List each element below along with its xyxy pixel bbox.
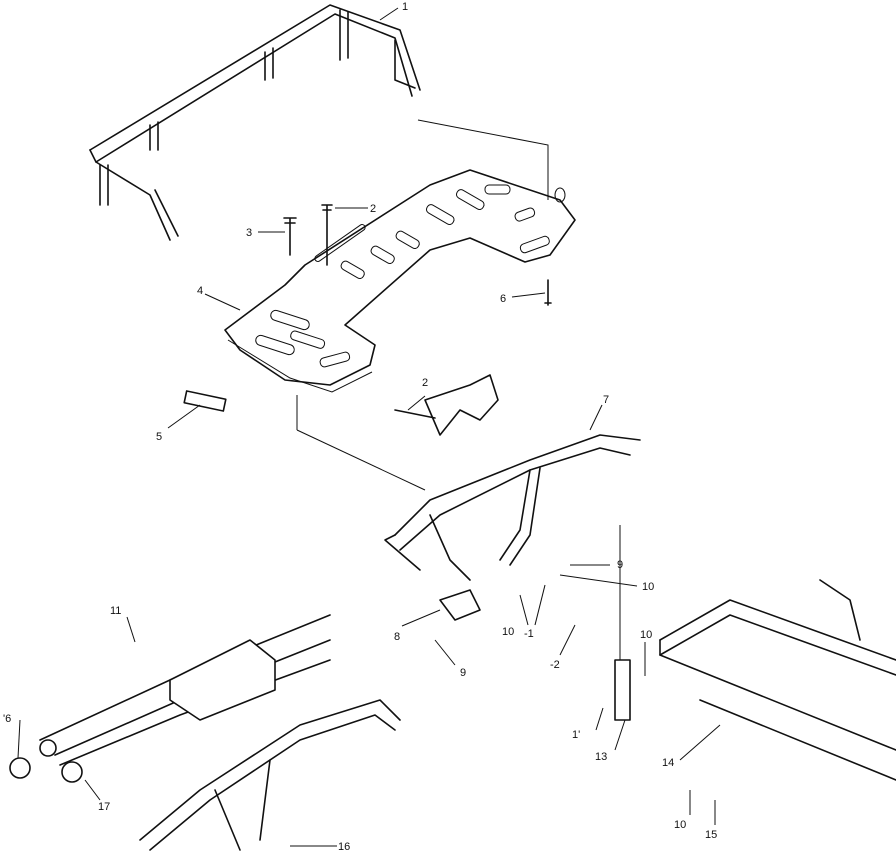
- callout-9: 9: [460, 667, 466, 679]
- bracket-13: [614, 659, 631, 721]
- callout-8: 8: [394, 631, 400, 643]
- callout-10: 10: [502, 626, 514, 638]
- bracket-8: [439, 589, 481, 621]
- rear-rack-tube: [89, 4, 421, 241]
- front-bumper-tubes: [39, 614, 331, 783]
- callout-10: 10: [642, 581, 654, 593]
- callout-labels: 1 2 3 4 6 5 2 7 9 10 8 10 -1 -2 9 11 10 …: [3, 1, 717, 853]
- callout-5: 5: [156, 431, 162, 443]
- callout-6: 6: [500, 293, 506, 305]
- rear-rack-plate: [224, 169, 576, 393]
- leader-lines: [17, 7, 721, 847]
- bolt-6: [544, 279, 552, 306]
- mount-bracket: [394, 374, 499, 436]
- callout-11: -1: [524, 628, 534, 640]
- front-bumper: [139, 699, 401, 851]
- callout-16: '6: [3, 713, 11, 725]
- callout-1: 1: [402, 1, 408, 13]
- callout-13: 13: [595, 751, 607, 763]
- rear-bumper: [384, 434, 641, 581]
- callout-9: 9: [617, 559, 623, 571]
- callout-16: 16: [338, 841, 350, 853]
- callout-12: -2: [550, 659, 560, 671]
- callout-10: 10: [640, 629, 652, 641]
- bolt-3: [283, 217, 297, 256]
- callout-2: 2: [370, 203, 376, 215]
- callout-15: 15: [705, 829, 717, 841]
- end-cap: [9, 757, 31, 779]
- callout-17: 17: [98, 801, 110, 813]
- vehicle-frame: [659, 579, 896, 781]
- callout-4: 4: [197, 285, 203, 297]
- reflector: [183, 390, 227, 412]
- callout-7: 7: [603, 394, 609, 406]
- callout-14: 14: [662, 757, 674, 769]
- bolt-2: [321, 204, 333, 266]
- callout-3: 3: [246, 227, 252, 239]
- callout-11: 1': [572, 729, 580, 741]
- callout-2: 2: [422, 377, 428, 389]
- callout-11: 11: [110, 605, 121, 617]
- callout-10: 10: [674, 819, 686, 831]
